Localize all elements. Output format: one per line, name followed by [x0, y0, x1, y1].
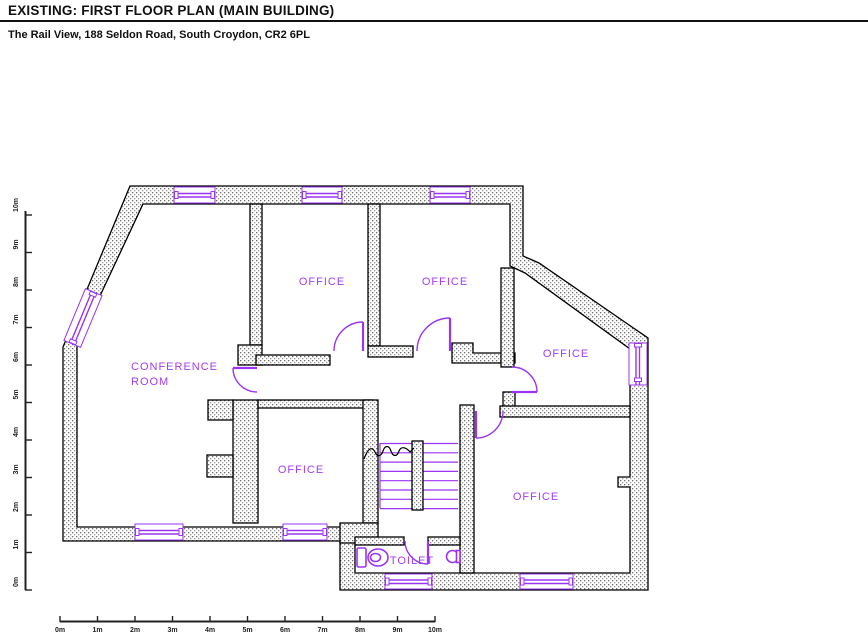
room-label-office-top-left: OFFICE	[299, 276, 345, 288]
staircase	[363, 440, 458, 511]
wall-conference-office	[249, 203, 263, 346]
vertical-scale-labels: 0m 1m 2m 3m 4m 5m 6m 7m 8m 9m 10m	[13, 198, 20, 587]
scale-label: 8m	[355, 627, 365, 634]
door	[333, 321, 365, 352]
vertical-scale-bar: 0m 1m 2m 3m 4m 5m 6m 7m 8m 9m 10m	[13, 198, 32, 591]
scale-label: 4m	[13, 427, 20, 437]
horizontal-scale-bar: 0m 1m 2m 3m 4m 5m 6m 7m 8m 9m 10m	[55, 616, 442, 634]
room-label-conference-2: ROOM	[131, 376, 169, 388]
scale-label: 0m	[13, 577, 20, 587]
window	[301, 186, 343, 204]
wall-corridor-top-east	[451, 342, 516, 364]
stair-stringer-wall	[411, 440, 424, 511]
scale-label: 2m	[13, 502, 20, 512]
scale-label: 6m	[13, 352, 20, 362]
wall-pilaster-south	[206, 454, 234, 478]
wall-between-top-offices	[367, 203, 381, 347]
door	[404, 540, 430, 565]
scale-label: 9m	[13, 239, 20, 249]
scale-label: 1m	[13, 539, 20, 549]
scale-label: 5m	[13, 389, 20, 399]
scale-label: 5m	[242, 627, 252, 634]
wall-office-bl-east	[362, 399, 379, 524]
scale-label: 3m	[13, 464, 20, 474]
room-labels: CONFERENCE ROOM OFFICE OFFICE OFFICE OFF…	[131, 276, 589, 567]
scale-label: 1m	[92, 627, 102, 634]
scale-label: 3m	[167, 627, 177, 634]
doors	[232, 317, 538, 565]
door	[474, 410, 504, 439]
interior-walls	[206, 203, 631, 574]
wall-stairhall-east	[459, 404, 475, 574]
toilet-fixtures	[356, 547, 461, 568]
window	[282, 523, 328, 541]
scale-label: 0m	[55, 627, 65, 634]
scale-label: 10m	[428, 627, 442, 634]
scale-label: 10m	[13, 198, 20, 212]
stair-break-line	[363, 445, 415, 460]
wall-toilet-north-west	[354, 536, 405, 546]
door	[511, 366, 538, 394]
window	[519, 573, 574, 590]
scale-label: 7m	[317, 627, 327, 634]
window	[429, 186, 471, 204]
horizontal-scale-labels: 0m 1m 2m 3m 4m 5m 6m 7m 8m 9m 10m	[55, 627, 442, 634]
window	[63, 288, 103, 348]
door	[232, 366, 258, 393]
title-divider	[0, 20, 868, 22]
room-label-toilet: TOILET	[390, 555, 434, 567]
windows	[63, 186, 648, 590]
horizontal-scale-ticks	[59, 616, 436, 622]
scale-label: 7m	[13, 314, 20, 324]
scale-label: 2m	[130, 627, 140, 634]
scale-label: 4m	[205, 627, 215, 634]
window	[628, 342, 648, 386]
wc-cistern	[356, 547, 367, 568]
wall-corridor-top-west	[255, 354, 331, 366]
wall-right-office-south	[499, 405, 631, 418]
door	[416, 317, 452, 352]
wall-top-office-foot	[367, 345, 414, 358]
wall-right-office-west	[500, 267, 515, 368]
address-subtitle: The Rail View, 188 Seldon Road, South Cr…	[8, 29, 310, 41]
wall-office-bl-west	[232, 399, 259, 524]
window	[384, 573, 433, 590]
window	[173, 186, 216, 204]
scale-label: 8m	[13, 277, 20, 287]
wall-pilaster-north	[207, 399, 234, 421]
wc-bowl-inner	[369, 552, 382, 563]
scale-label: 6m	[280, 627, 290, 634]
room-label-office-bottom-right: OFFICE	[513, 491, 559, 503]
room-label-conference-1: CONFERENCE	[131, 361, 218, 373]
basin-bracket	[455, 549, 461, 564]
room-label-office-right: OFFICE	[543, 348, 589, 360]
wall-office-bl-north	[257, 399, 374, 409]
window	[134, 523, 184, 541]
wall-toilet-north-east	[427, 536, 461, 546]
vertical-scale-ticks	[25, 214, 32, 591]
page-title: EXISTING: FIRST FLOOR PLAN (MAIN BUILDIN…	[8, 3, 335, 18]
room-label-office-bottom-left: OFFICE	[278, 464, 324, 476]
room-label-office-top-right: OFFICE	[422, 276, 468, 288]
scale-label: 9m	[392, 627, 402, 634]
